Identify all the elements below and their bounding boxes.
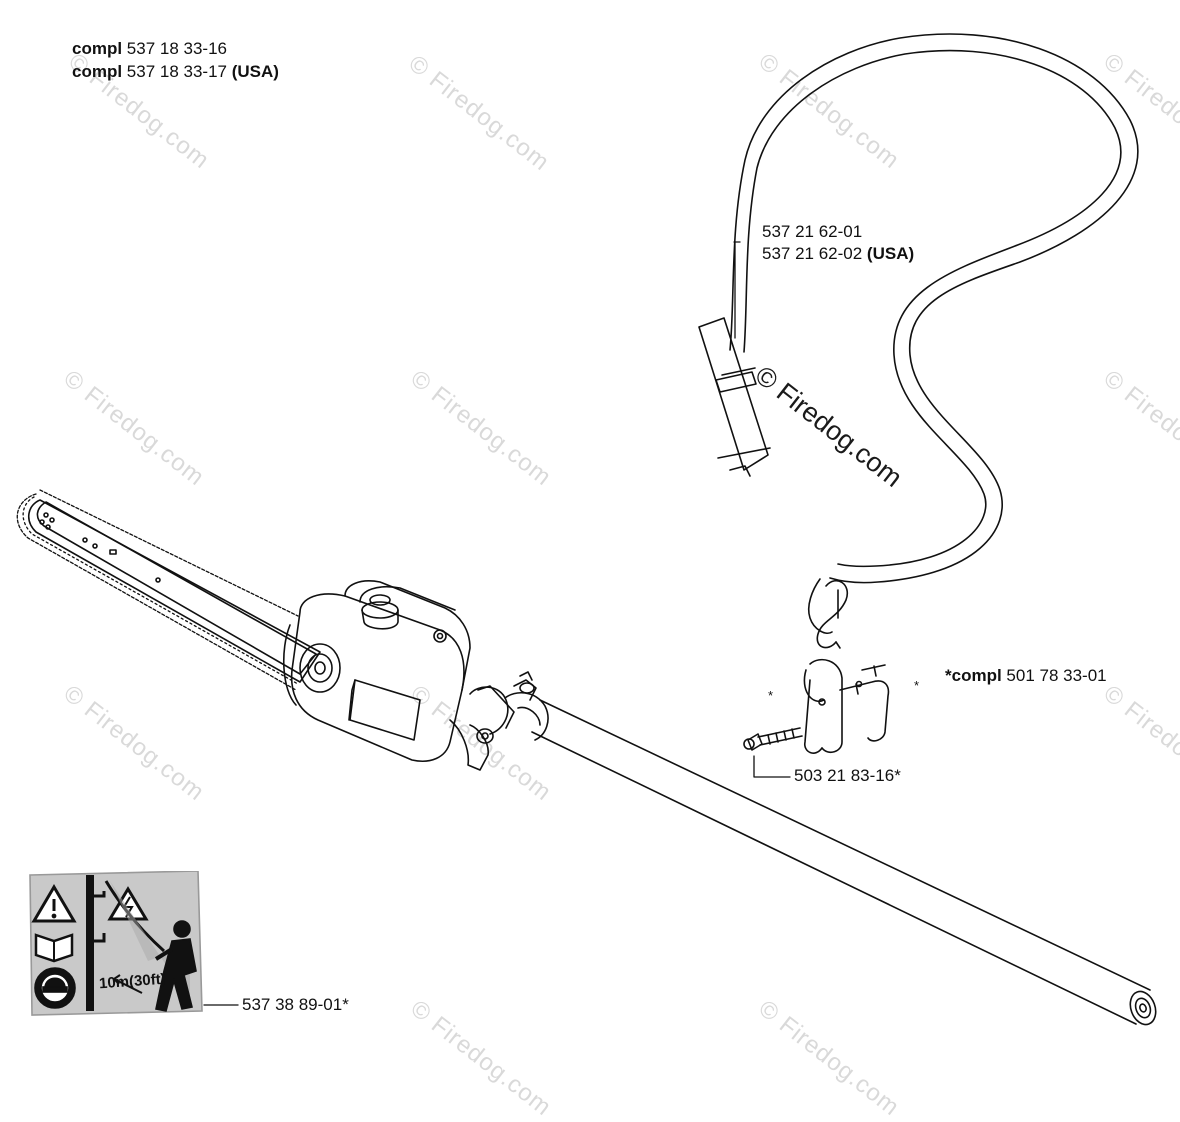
compl-prefix: *compl (945, 666, 1002, 685)
parts-diagram: © Firedog.com © Firedog.com © Firedog.co… (16, 33, 1180, 1121)
part-number: 537 21 62-02 (762, 244, 867, 263)
part-number: 501 78 33-01 (1001, 666, 1107, 685)
strap-part-number-1: 537 21 62-01 (762, 222, 863, 241)
shaft-tube (469, 671, 1157, 1026)
screw-part-number: 503 21 83-16* (794, 766, 901, 785)
part-number: 537 18 33-17 (122, 62, 232, 81)
decal-part-number: 537 38 89-01* (242, 995, 349, 1014)
saw-chain (16, 489, 299, 691)
compl-prefix: compl (72, 39, 123, 58)
usa-suffix: (USA) (866, 244, 915, 263)
clamp-asterisk-left: * (768, 688, 774, 703)
harness-hook (807, 578, 849, 649)
strap-clamp (803, 658, 890, 754)
warning-decal: 10m(30ft) (24, 871, 204, 1017)
guide-bar (28, 499, 321, 683)
leader-lines (203, 241, 791, 1006)
screw (743, 727, 803, 751)
header-part-number-2: compl 537 18 33-17 (USA) (72, 62, 279, 82)
gearbox (282, 580, 489, 771)
clamp-part-number: *compl 501 78 33-01 (945, 666, 1107, 686)
header-part-number-1: compl 537 18 33-16 (72, 39, 227, 59)
part-number: 537 18 33-16 (122, 39, 227, 58)
clamp-asterisk-right: * (914, 678, 920, 693)
compl-prefix: compl (72, 62, 123, 81)
strap-part-number-2: 537 21 62-02 (USA) (762, 244, 914, 264)
line-art (16, 33, 1157, 1026)
harness-strap (698, 33, 1139, 584)
usa-suffix: (USA) (231, 62, 279, 81)
